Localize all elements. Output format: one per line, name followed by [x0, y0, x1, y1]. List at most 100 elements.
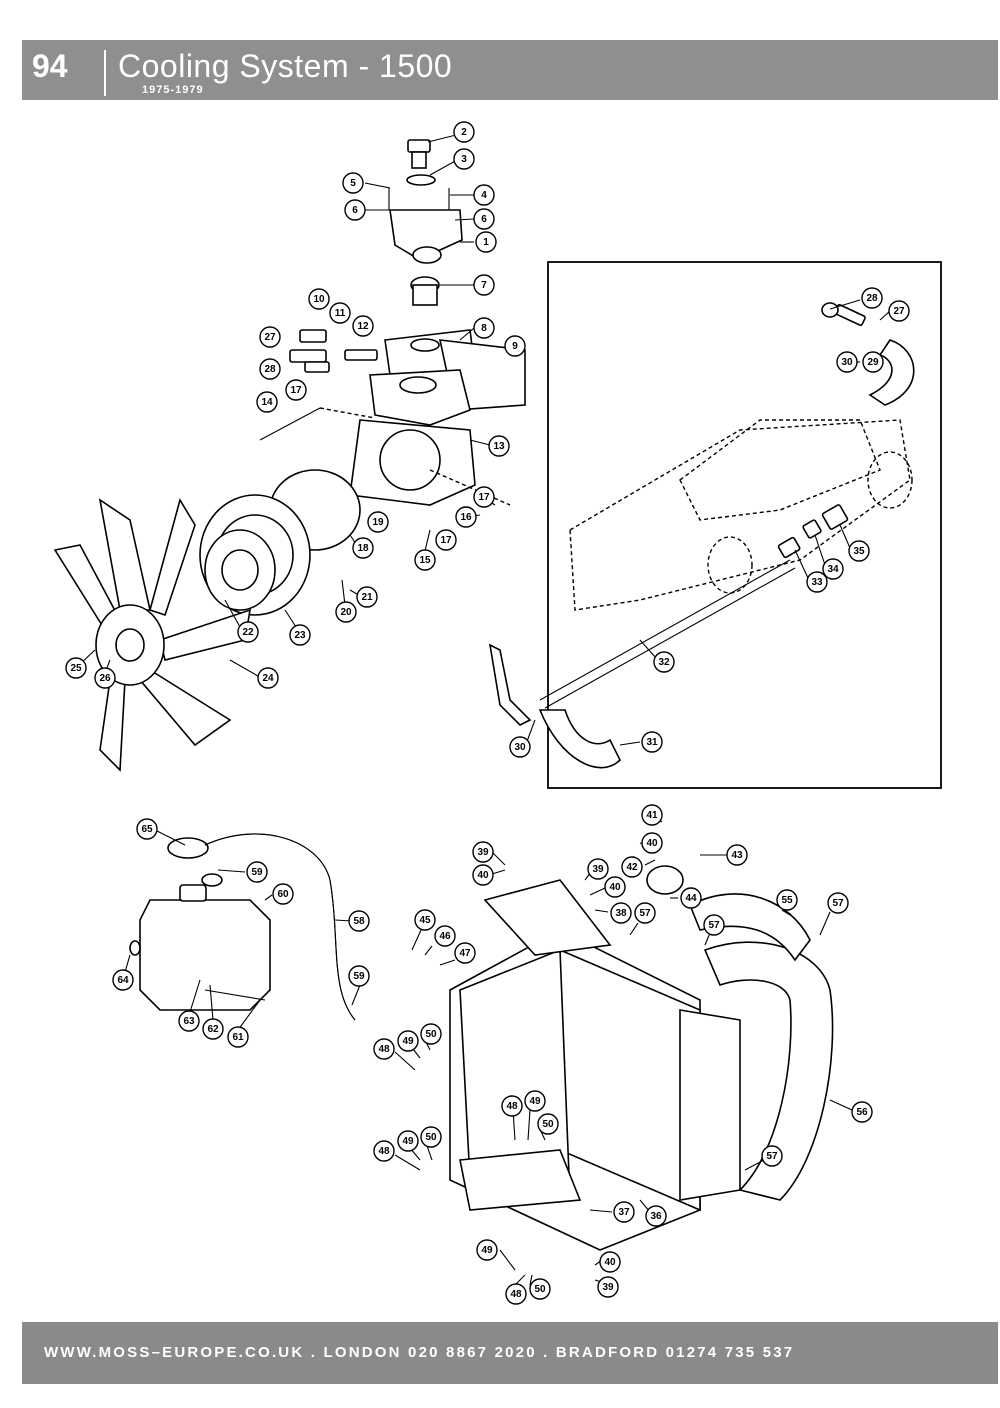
part-callout: 35 — [848, 540, 870, 562]
part-callout: 30 — [509, 736, 531, 758]
callout-label: 23 — [294, 630, 306, 641]
callout-circle — [256, 391, 278, 413]
callout-layer: 1234566789101112131415161717171819202122… — [65, 121, 910, 1305]
callout-label: 49 — [529, 1096, 541, 1107]
callout-circle — [373, 1038, 395, 1060]
callout-circle — [344, 199, 366, 221]
callout-circle — [434, 925, 456, 947]
callout-circle — [367, 511, 389, 533]
callout-circle — [94, 667, 116, 689]
callout-circle — [473, 184, 495, 206]
part-callout: 49 — [476, 1239, 498, 1261]
part-callout: 36 — [645, 1205, 667, 1227]
callout-circle — [597, 1276, 619, 1298]
part-callout: 61 — [227, 1026, 249, 1048]
part-callout: 16 — [455, 506, 477, 528]
part-callout: 46 — [434, 925, 456, 947]
callout-circle — [335, 601, 357, 623]
callout-circle — [537, 1113, 559, 1135]
callout-label: 48 — [378, 1146, 390, 1157]
part-callout: 50 — [420, 1126, 442, 1148]
part-callout: 2 — [453, 121, 475, 143]
callout-label: 40 — [646, 838, 658, 849]
callout-circle — [862, 351, 884, 373]
section-years: 1975-1979 — [142, 84, 204, 96]
callout-circle — [473, 274, 495, 296]
part-callout: 33 — [806, 571, 828, 593]
callout-circle — [352, 537, 374, 559]
page-number: 94 — [32, 48, 68, 84]
callout-circle — [610, 902, 632, 924]
callout-label: 49 — [481, 1245, 493, 1256]
part-callout: 48 — [501, 1095, 523, 1117]
part-callout: 57 — [634, 902, 656, 924]
callout-label: 4 — [481, 190, 487, 201]
part-callout: 63 — [178, 1010, 200, 1032]
callout-label: 47 — [459, 948, 471, 959]
part-callout: 60 — [272, 883, 294, 905]
part-callout: 27 — [259, 326, 281, 348]
callout-circle — [848, 540, 870, 562]
callout-label: 30 — [841, 357, 853, 368]
callout-circle — [356, 586, 378, 608]
part-callout: 34 — [822, 558, 844, 580]
part-callout: 50 — [420, 1023, 442, 1045]
callout-circle — [397, 1130, 419, 1152]
part-callout: 40 — [472, 864, 494, 886]
callout-label: 59 — [353, 971, 365, 982]
callout-label: 8 — [481, 323, 487, 334]
callout-label: 28 — [866, 293, 878, 304]
callout-label: 50 — [425, 1132, 437, 1143]
part-callout: 50 — [529, 1278, 551, 1300]
callout-label: 17 — [290, 385, 302, 396]
callout-label: 46 — [439, 931, 451, 942]
header-bar: 94 Cooling System - 1500 1975-1979 — [22, 40, 998, 100]
part-callout: 48 — [373, 1038, 395, 1060]
part-callout: 15 — [414, 549, 436, 571]
part-callout: 13 — [488, 435, 510, 457]
part-callout: 5 — [342, 172, 364, 194]
footer-contact-text: WWW.MOSS–EUROPE.CO.UK . LONDON 020 8867 … — [44, 1344, 795, 1361]
callout-label: 41 — [646, 810, 658, 821]
callout-circle — [861, 287, 883, 309]
callout-circle — [227, 1026, 249, 1048]
part-callout: 62 — [202, 1018, 224, 1040]
part-callout: 6 — [344, 199, 366, 221]
part-callout: 39 — [472, 841, 494, 863]
part-callout: 64 — [112, 969, 134, 991]
part-callout: 24 — [257, 667, 279, 689]
callout-circle — [529, 1278, 551, 1300]
callout-label: 31 — [646, 737, 658, 748]
part-callout: 50 — [537, 1113, 559, 1135]
callout-circle — [420, 1126, 442, 1148]
callout-label: 49 — [402, 1136, 414, 1147]
callout-circle — [587, 858, 609, 880]
callout-circle — [136, 818, 158, 840]
callout-label: 27 — [893, 306, 905, 317]
callout-circle — [505, 1283, 527, 1305]
callout-circle — [621, 856, 643, 878]
part-callout: 29 — [862, 351, 884, 373]
callout-label: 10 — [313, 294, 325, 305]
callout-label: 50 — [534, 1284, 546, 1295]
callout-label: 6 — [352, 205, 358, 216]
callout-label: 13 — [493, 441, 505, 452]
callout-circle — [641, 731, 663, 753]
callout-circle — [352, 315, 374, 337]
part-callout: 28 — [259, 358, 281, 380]
part-callout: 57 — [827, 892, 849, 914]
callout-circle — [888, 300, 910, 322]
callout-circle — [348, 965, 370, 987]
callout-circle — [454, 942, 476, 964]
part-callout: 31 — [641, 731, 663, 753]
part-callout: 25 — [65, 657, 87, 679]
part-callout: 17 — [473, 486, 495, 508]
part-callout: 40 — [641, 832, 663, 854]
callout-circle — [501, 1095, 523, 1117]
callout-label: 9 — [512, 341, 518, 352]
thermostat-housing-group — [388, 139, 463, 306]
part-callout: 49 — [397, 1030, 419, 1052]
part-callout: 41 — [641, 804, 663, 826]
part-callout: 42 — [621, 856, 643, 878]
callout-circle — [822, 558, 844, 580]
